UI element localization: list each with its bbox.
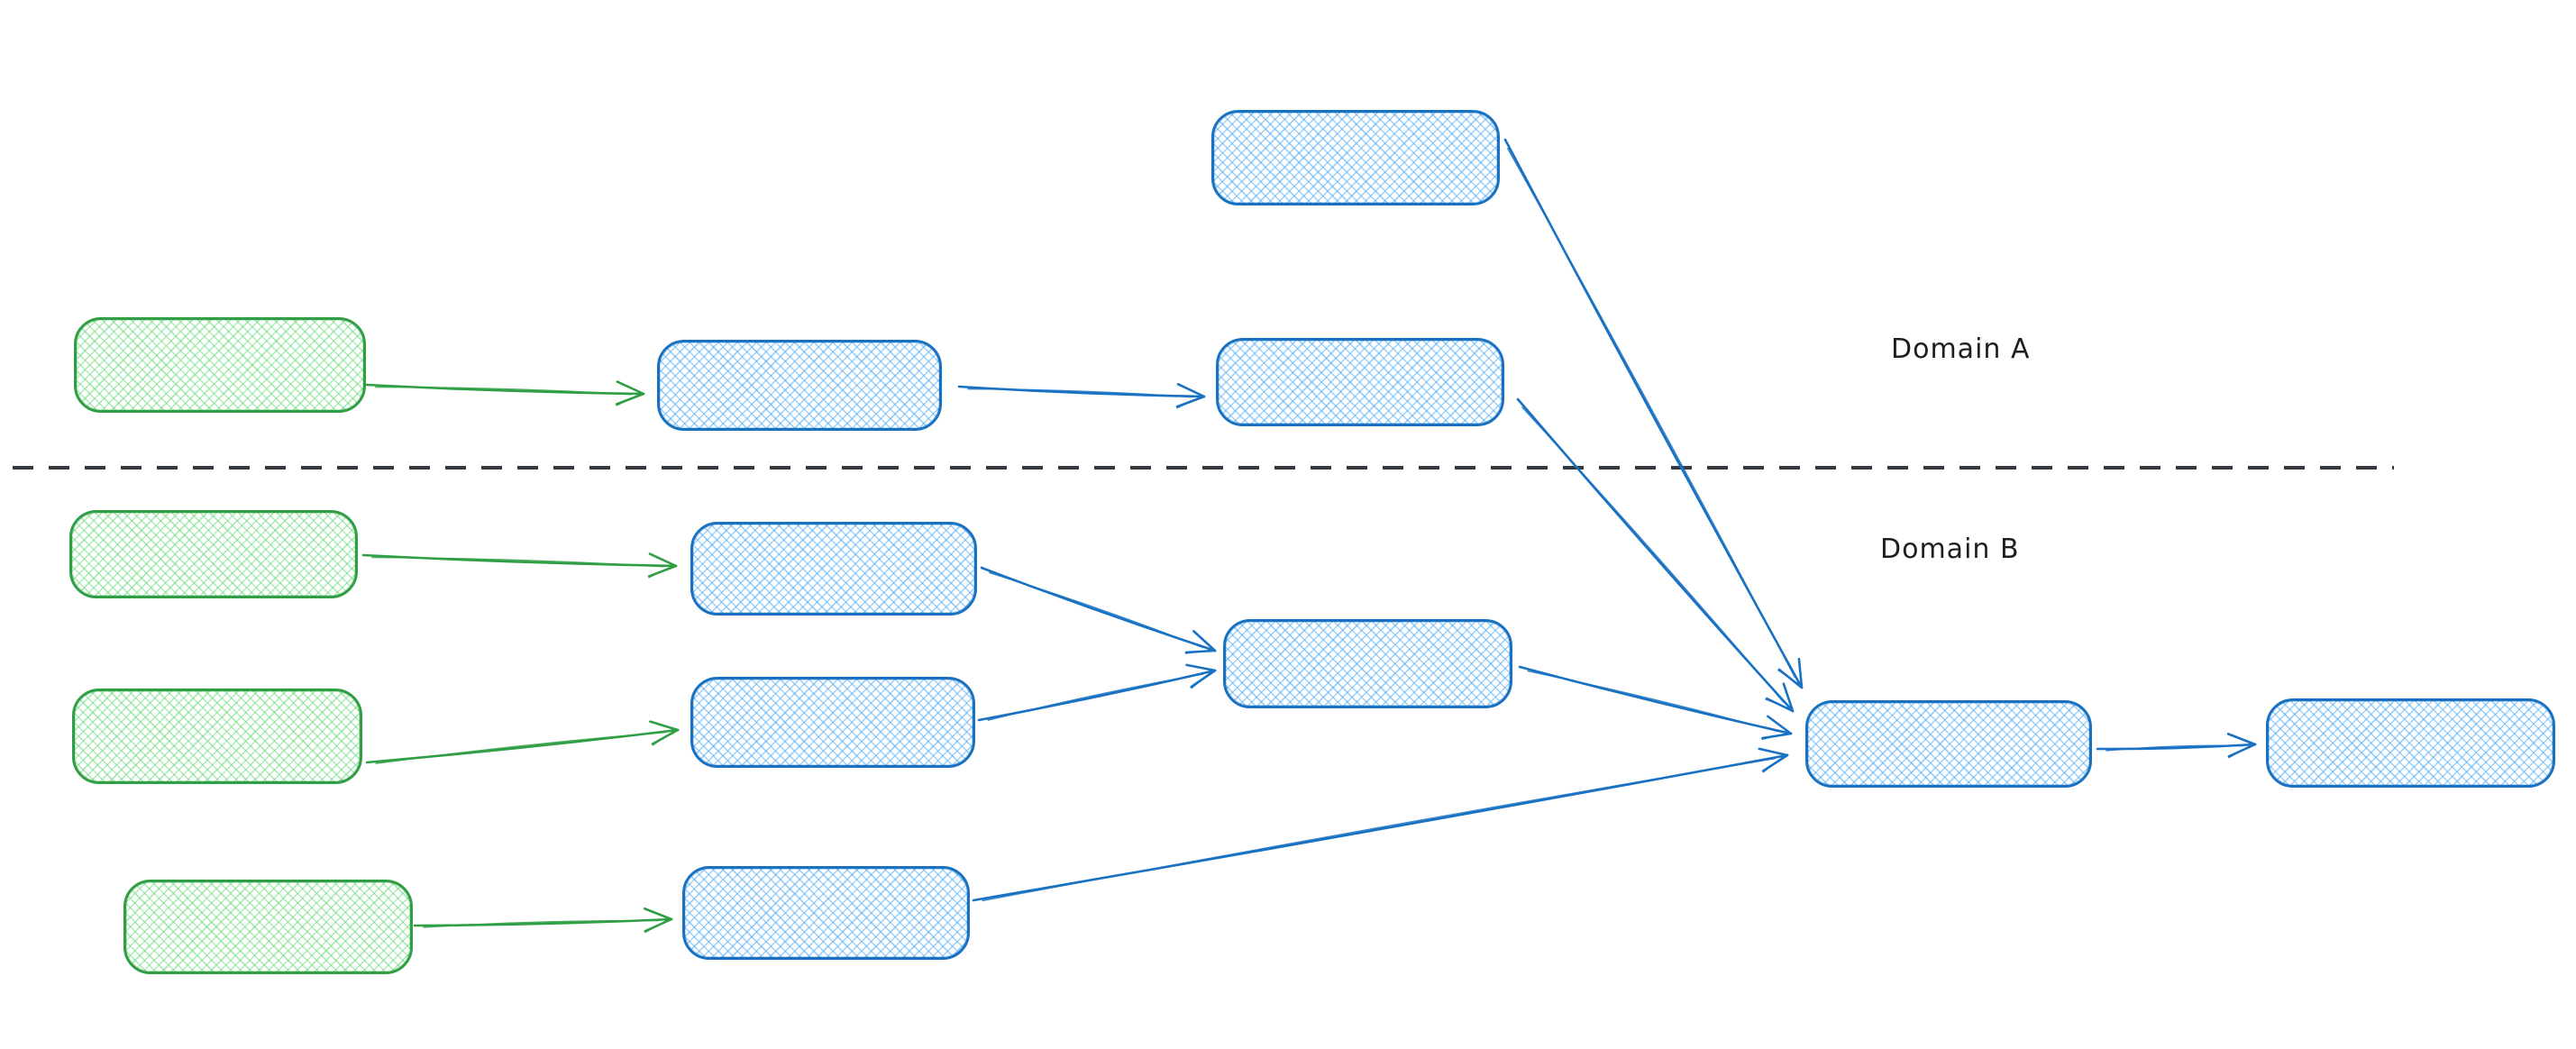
node-src-top[interactable]: [1211, 110, 1500, 205]
node-proc-b3[interactable]: [682, 866, 970, 960]
node-src-b1[interactable]: [69, 510, 358, 598]
node-merge-b[interactable]: [1223, 619, 1512, 708]
node-src-b2[interactable]: [72, 689, 362, 784]
node-hub[interactable]: [1805, 700, 2092, 788]
node-proc-a2[interactable]: [1216, 338, 1504, 426]
arrow-proc-a2-to-hub[interactable]: [1516, 397, 1795, 713]
domain-a-label[interactable]: Domain A: [1891, 333, 2031, 365]
node-proc-a1[interactable]: [657, 340, 942, 431]
arrow-src-top-to-hub[interactable]: [1503, 138, 1804, 689]
arrow-src-b2-to-proc-b2[interactable]: [365, 720, 680, 764]
node-src-a1[interactable]: [74, 317, 366, 413]
arrow-proc-b1-to-merge-b[interactable]: [980, 566, 1217, 654]
arrow-proc-b3-to-hub[interactable]: [972, 747, 1789, 902]
node-proc-b1[interactable]: [690, 522, 977, 616]
node-src-b3[interactable]: [123, 880, 413, 974]
arrow-hub-to-out[interactable]: [2096, 733, 2257, 759]
arrow-proc-b2-to-merge-b[interactable]: [977, 663, 1217, 722]
node-proc-b2[interactable]: [690, 677, 975, 768]
arrow-merge-b-to-hub[interactable]: [1518, 665, 1793, 741]
arrow-src-b3-to-proc-b3[interactable]: [413, 907, 673, 934]
arrow-src-b1-to-proc-b1[interactable]: [361, 552, 678, 579]
domain-b-label[interactable]: Domain B: [1880, 534, 2020, 565]
arrow-src-a1-to-proc-a1[interactable]: [365, 380, 645, 406]
arrow-proc-a1-to-proc-a2[interactable]: [957, 383, 1206, 409]
node-out[interactable]: [2266, 698, 2555, 788]
